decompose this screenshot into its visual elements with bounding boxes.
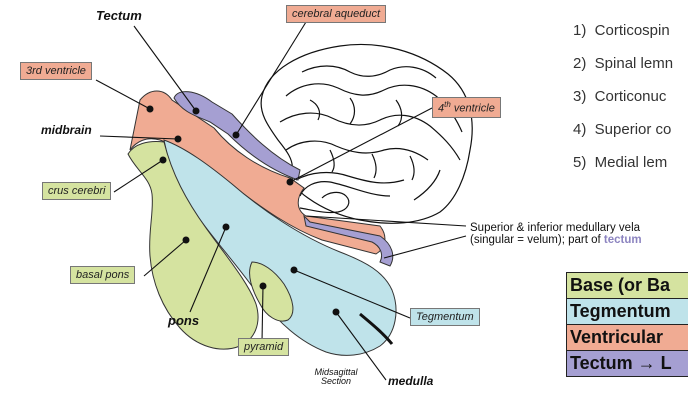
pons-leader: [189, 226, 227, 313]
velum-leader-upper: [305, 215, 467, 227]
pyramid-leader: [261, 285, 264, 343]
fourth-ventricle-leader: [289, 107, 433, 183]
color-legend: Base (or Ba Tegmentum Ventricular Tectum…: [566, 272, 688, 377]
legend-row-base: Base (or Ba: [566, 272, 688, 298]
pons-label: pons: [168, 313, 200, 328]
basal-pons-label: basal pons: [70, 266, 136, 284]
fourth-ventricle-label: 4th ventricle: [432, 97, 501, 118]
medulla-lower-edge: [359, 312, 394, 345]
legend-row-tegmentum: Tegmentum: [566, 298, 688, 324]
pyramid-region: [249, 261, 294, 322]
leader-lines: [95, 21, 467, 381]
third-ventricle-label: 3rd ventricle: [20, 62, 92, 80]
tegmentum-label: Tegmentum: [410, 308, 480, 326]
vela-note: Superior & inferior medullary vela (sing…: [470, 222, 642, 246]
medulla-label: medulla: [388, 374, 434, 388]
aqueduct-leader: [235, 21, 307, 136]
pyramid-label: pyramid: [238, 338, 290, 356]
list-item: 5) Medial lem: [573, 154, 668, 171]
list-item: 1) Corticospin: [573, 22, 670, 39]
legend-row-ventricular: Ventricular: [566, 324, 688, 350]
velum-leader-lower: [383, 235, 467, 259]
midbrain-label: midbrain: [41, 123, 92, 137]
vela-note-line2: (singular = velum); part of tectum: [470, 234, 642, 246]
third-ventricle-leader: [95, 79, 151, 110]
cerebral-aqueduct-label: cerebral aqueduct: [286, 5, 387, 23]
list-item: 2) Spinal lemn: [573, 55, 674, 72]
fourth-ventricle-word: ventricle: [450, 102, 495, 115]
tract-list: 1) Corticospin 2) Spinal lemn 3) Cortico…: [573, 14, 673, 179]
basal-pons-leader: [143, 239, 187, 277]
cerebellum: [260, 43, 473, 224]
fourth-ventricle-superscript: th: [444, 100, 451, 109]
tegmentum-leader: [293, 269, 411, 319]
section-caption-line1: Midsagittal: [314, 367, 358, 377]
crus-cerebri-label: crus cerebri: [42, 182, 112, 200]
vela-note-line1: Superior & inferior medullary vela: [470, 222, 641, 234]
section-caption: Midsagittal Section: [306, 368, 366, 386]
fourth-ventricle-number: 4: [438, 102, 445, 115]
vela-note-tectum: tectum: [603, 234, 642, 246]
list-item: 3) Corticonuc: [573, 88, 667, 105]
legend-row-tectum: Tectum → L: [566, 350, 688, 377]
midbrain-leader: [99, 135, 179, 140]
section-caption-line2: Section: [320, 376, 352, 386]
tectum-label: Tectum: [96, 8, 142, 23]
tectum-leader: [133, 25, 197, 112]
vela-note-prefix: (singular = velum); part of: [470, 234, 604, 246]
velum-strip: [303, 214, 394, 267]
list-item: 4) Superior co: [573, 121, 672, 138]
crus-cerebri-leader: [113, 159, 164, 193]
medulla-leader: [335, 311, 387, 381]
